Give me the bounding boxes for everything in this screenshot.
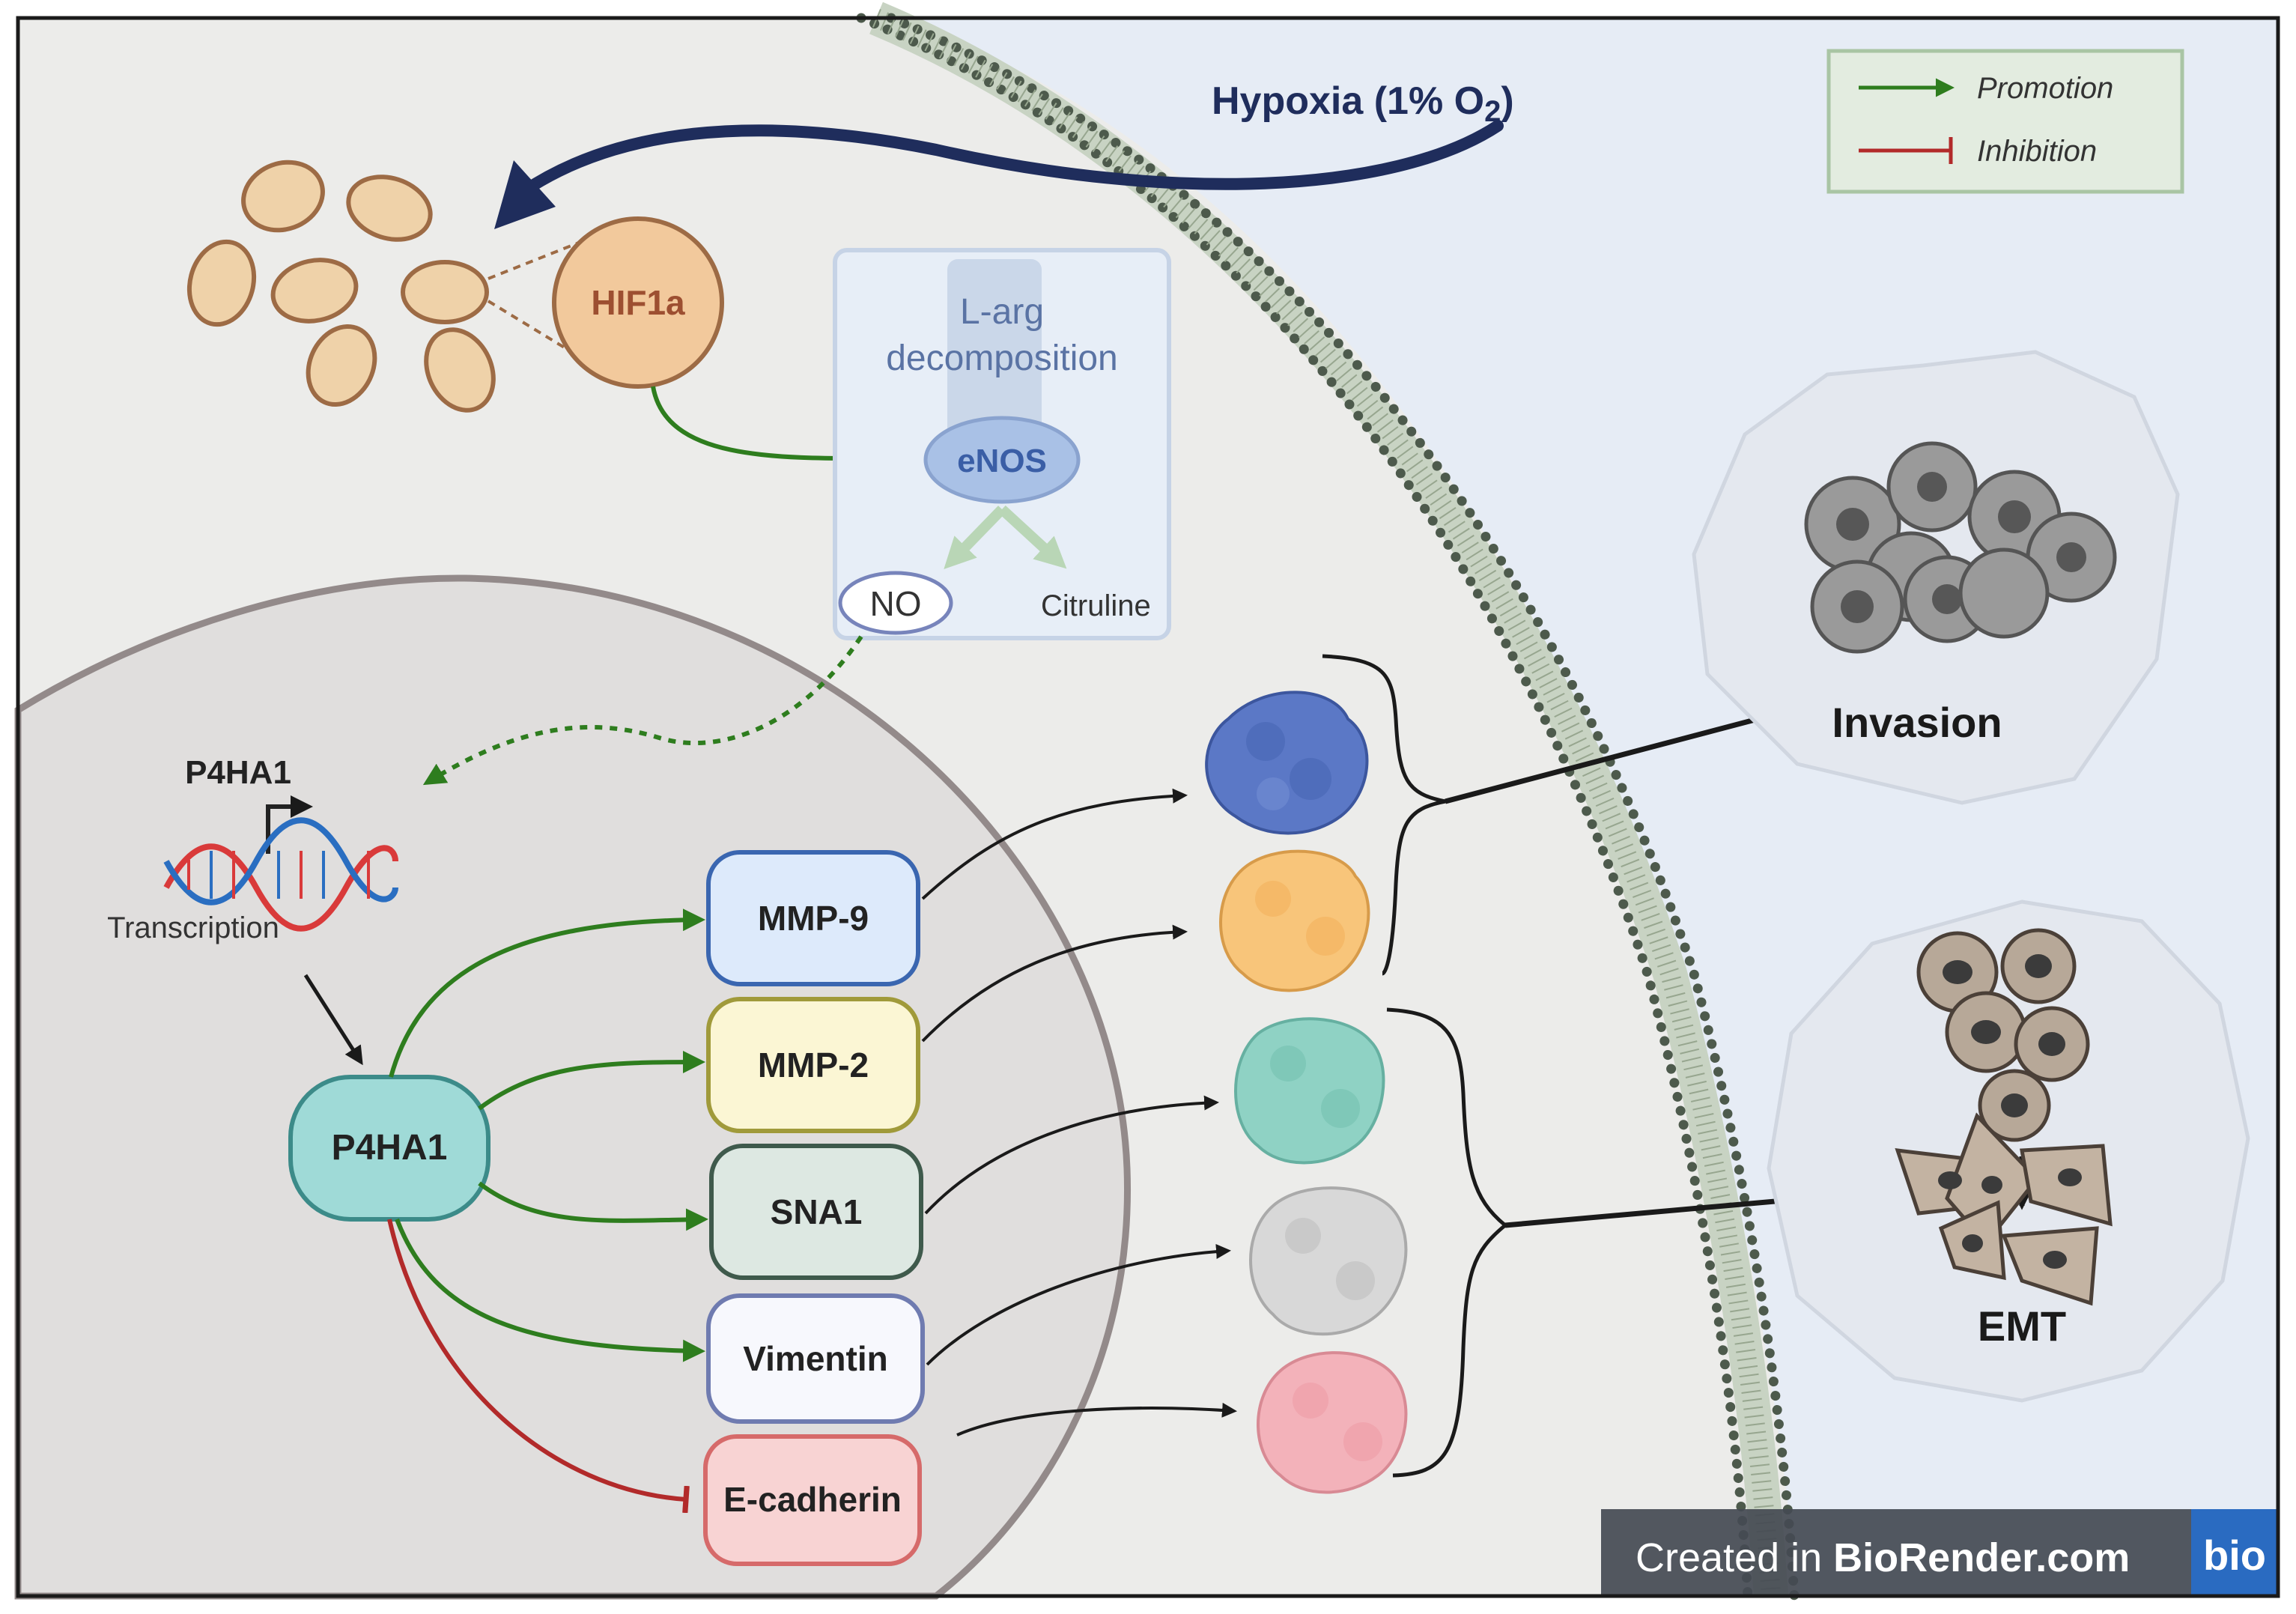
ecadherin-to-blob-arrow (956, 1402, 1237, 1436)
larg-title-line2: decomposition (886, 339, 1118, 378)
protein-blob-ecadherin (1257, 1351, 1408, 1494)
target-sna1: SNA1 (709, 1144, 923, 1280)
p4ha1-to-vimentin-arrow (395, 1218, 705, 1362)
hif1a-oval-cluster (186, 160, 496, 413)
hif1a-dashed-link-bottom (487, 300, 578, 357)
target-mmp9-box (706, 850, 920, 986)
target-vimentin-label: Vimentin (743, 1339, 887, 1378)
no-to-gene-dotted-arrow (422, 635, 863, 786)
larg-title-line1: L-arg (960, 292, 1044, 332)
dna-helix-icon (163, 817, 398, 932)
p4ha1-to-mmp2-arrow (478, 1051, 705, 1111)
invasion-cell-cluster-icon (1804, 441, 2117, 654)
vimentin-to-blob-arrow (926, 1244, 1231, 1366)
gene-label: P4HA1 (185, 754, 291, 791)
p4ha1-protein-label: P4HA1 (332, 1128, 448, 1168)
watermark-logo-box (2191, 1509, 2278, 1596)
emt-mesenchymal-nuclei (1938, 1168, 2082, 1269)
biorender-watermark: Created in BioRender.com bio (1601, 1509, 2278, 1596)
hif1a-node (552, 216, 724, 389)
enos-to-no-arrow (944, 506, 1006, 570)
target-ecadherin-label: E-cadherin (723, 1480, 902, 1519)
watermark-logo: bio (2203, 1532, 2266, 1579)
transcription-label: Transcription (107, 911, 279, 944)
sna1-to-blob-arrow (924, 1095, 1219, 1215)
legend-inhibition-label: Inhibition (1977, 135, 2097, 168)
brace-emt-group (1386, 1007, 1508, 1478)
hypoxia-arrow (518, 120, 1504, 197)
emt-label: EMT (1978, 1302, 2066, 1350)
mmp9-to-blob-arrow (921, 788, 1188, 900)
hif1a-dashed-link-top (488, 237, 591, 280)
transcription-to-protein-arrow (303, 974, 363, 1066)
cell-membrane-inner (869, 1, 1788, 1598)
enos-label: eNOS (957, 443, 1047, 479)
target-sna1-label: SNA1 (771, 1192, 863, 1231)
protein-blob-sna1 (1234, 1017, 1385, 1165)
target-ecadherin-box (703, 1434, 922, 1566)
target-ecadherin: E-cadherin (703, 1434, 922, 1566)
target-mmp2-label: MMP-2 (758, 1046, 869, 1084)
mmp2-to-blob-arrow (921, 924, 1188, 1043)
brace-invasion-group (1322, 654, 1446, 976)
watermark-text: Created in BioRender.com (1636, 1535, 2130, 1580)
target-mmp9-label: MMP-9 (758, 899, 869, 938)
legend-promotion-label: Promotion (1977, 72, 2113, 105)
target-mmp2: MMP-2 (706, 997, 920, 1133)
p4ha1-inhibits-ecadherin-line (387, 1219, 690, 1514)
citruline-label: Citruline (1041, 589, 1151, 622)
no-node (838, 571, 953, 635)
invasion-label: Invasion (1832, 699, 2002, 746)
target-vimentin: Vimentin (706, 1293, 925, 1424)
watermark-bar (1601, 1509, 2278, 1596)
brace-to-invasion-arrow (1445, 709, 1779, 804)
p4ha1-to-mmp9-arrow (389, 908, 705, 1078)
hif1a-label: HIF1a (591, 283, 685, 322)
hypoxia-arrowhead (494, 160, 556, 229)
target-sna1-box (709, 1144, 923, 1280)
enos-to-citruline-arrow (998, 505, 1067, 569)
target-mmp9: MMP-9 (706, 850, 920, 986)
target-vimentin-box (706, 1293, 925, 1424)
cell-membrane-beads-outer (886, 13, 1800, 1601)
legend: Promotion Inhibition (1826, 49, 2184, 194)
cell-membrane-beads-inner (856, 13, 1753, 1601)
no-label: NO (870, 584, 922, 623)
enos-node (923, 416, 1081, 504)
figure-frame (16, 16, 2280, 1598)
emt-epithelial-nuclei (1943, 954, 2065, 1117)
protein-blob-vimentin (1249, 1186, 1408, 1336)
p4ha1-to-sna1-arrow (478, 1181, 708, 1231)
protein-blob-mmp9 (1205, 691, 1369, 835)
protein-blob-mmp2 (1219, 849, 1370, 992)
target-mmp2-box (706, 997, 920, 1133)
hypoxia-label: Hypoxia (1% O2) (1212, 79, 1514, 128)
